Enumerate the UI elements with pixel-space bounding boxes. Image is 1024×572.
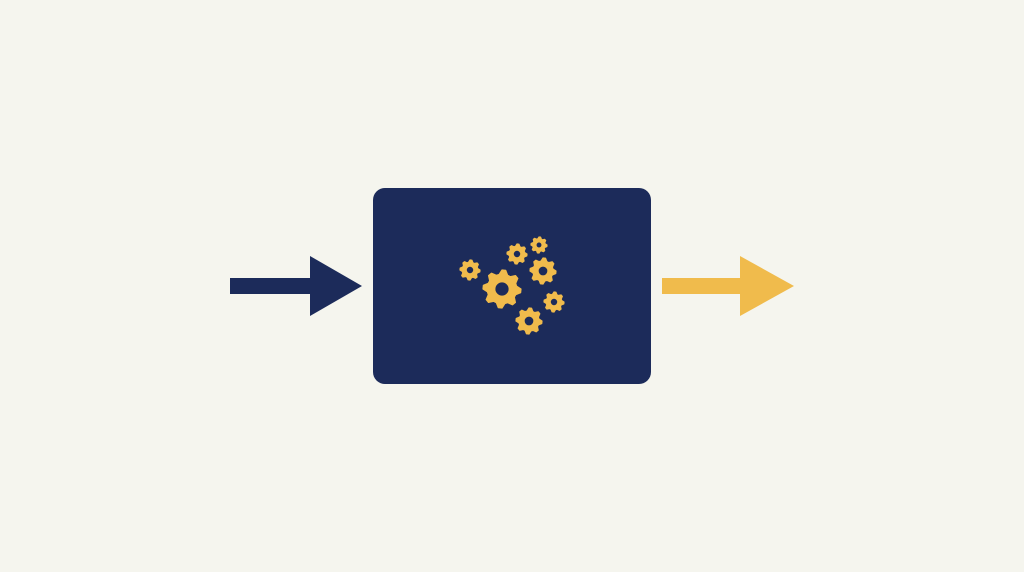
output-arrow-shaft bbox=[662, 278, 746, 294]
process-box bbox=[373, 188, 651, 384]
gears-icon bbox=[459, 236, 565, 335]
gear-icon-large bbox=[482, 269, 522, 309]
gear-icon-top-small bbox=[530, 236, 548, 254]
gear-shape bbox=[543, 291, 565, 313]
output-arrow-head bbox=[740, 256, 794, 316]
gear-shape bbox=[482, 269, 522, 309]
gear-shape bbox=[530, 236, 548, 254]
gear-icon-left bbox=[459, 259, 481, 281]
gear-icon-right bbox=[529, 257, 557, 285]
gear-shape bbox=[529, 257, 557, 285]
input-arrow-icon bbox=[230, 256, 362, 316]
gear-shape bbox=[459, 259, 481, 281]
gear-shape bbox=[506, 243, 528, 265]
gear-shape bbox=[515, 307, 543, 335]
gear-icon-right-lower bbox=[543, 291, 565, 313]
gear-icon-bottom bbox=[515, 307, 543, 335]
input-arrow-shaft bbox=[230, 278, 314, 294]
output-arrow-icon bbox=[662, 256, 794, 316]
gear-icon-top bbox=[506, 243, 528, 265]
input-arrow-head bbox=[310, 256, 362, 316]
